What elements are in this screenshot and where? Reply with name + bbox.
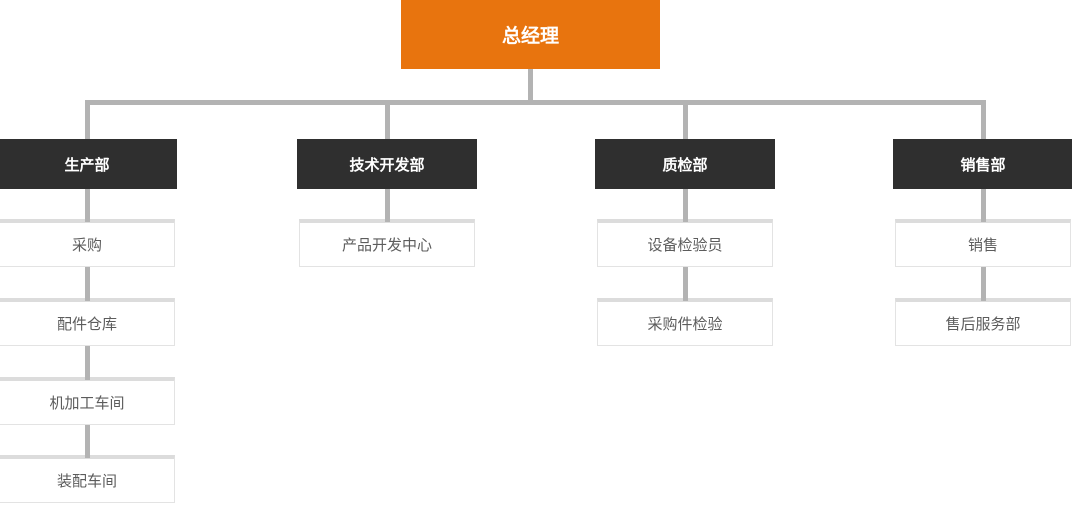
node-parts-warehouse[interactable]: 配件仓库 xyxy=(0,298,175,346)
dept-production[interactable]: 生产部 xyxy=(0,139,177,189)
node-after-sales-service[interactable]: 售后服务部 xyxy=(895,298,1071,346)
dept-tech-development[interactable]: 技术开发部 xyxy=(297,139,477,189)
connector-dept-quality-stub xyxy=(683,100,688,139)
connector-dept-sales-stub xyxy=(981,100,986,139)
connector-horizontal-rail xyxy=(85,100,986,105)
connector-production-child-1 xyxy=(85,189,90,222)
connector-root-stub xyxy=(528,69,533,102)
connector-sales-child-2 xyxy=(981,267,986,301)
node-purchasing[interactable]: 采购 xyxy=(0,219,175,267)
dept-sales[interactable]: 销售部 xyxy=(893,139,1072,189)
connector-quality-child-1 xyxy=(683,189,688,222)
connector-production-child-3 xyxy=(85,346,90,380)
node-product-dev-center[interactable]: 产品开发中心 xyxy=(299,219,475,267)
connector-sales-child-1 xyxy=(981,189,986,222)
node-machining-workshop[interactable]: 机加工车间 xyxy=(0,377,175,425)
connector-production-child-4 xyxy=(85,425,90,458)
node-equipment-inspector[interactable]: 设备检验员 xyxy=(597,219,773,267)
node-assembly-workshop[interactable]: 装配车间 xyxy=(0,455,175,503)
org-node-general-manager[interactable]: 总经理 xyxy=(401,0,660,69)
connector-tech-child-1 xyxy=(385,189,390,222)
connector-quality-child-2 xyxy=(683,267,688,301)
connector-dept-tech-stub xyxy=(385,100,390,139)
dept-quality-inspection[interactable]: 质检部 xyxy=(595,139,775,189)
node-sales[interactable]: 销售 xyxy=(895,219,1071,267)
connector-production-child-2 xyxy=(85,267,90,301)
connector-dept-production-stub xyxy=(85,100,90,139)
node-purchased-parts-inspection[interactable]: 采购件检验 xyxy=(597,298,773,346)
